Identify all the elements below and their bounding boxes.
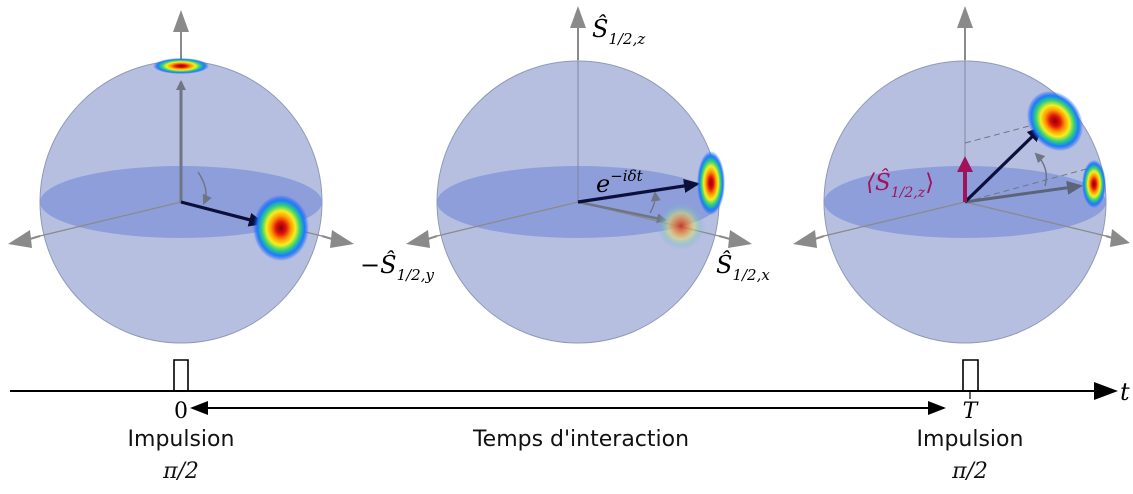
y-axis-arrowhead-icon [406,230,430,248]
time-axis-label: t [1120,378,1130,406]
time-arrowhead-icon [1094,382,1118,400]
pulse-marker [173,359,189,391]
expectation-value-label: ⟨Ŝ1/2,z⟩ [866,169,934,201]
pulse-marker [962,359,979,391]
y-axis-arrowhead-icon [793,230,817,248]
sphere-middle [406,6,752,344]
x-axis-arrowhead-icon [728,230,752,248]
quantum-state-distribution [697,151,725,215]
sphere-right [793,6,1130,344]
sphere-left [8,10,354,344]
y-axis-arrowhead-icon [8,230,32,248]
timeline [10,359,1118,415]
pulse-angle-end: π/2 [951,459,988,484]
interaction-time-label: Temps d'interaction [472,427,689,452]
axis-label-z: Ŝ1/2,z [592,14,645,48]
z-axis-arrowhead-icon [957,6,973,28]
pulse-label-end: Impulsion [917,427,1024,452]
quantum-state-distribution [1026,90,1084,152]
x-axis-arrowhead-icon [330,230,354,248]
tick-label-start: 0 [174,399,188,424]
axis-label-x: Ŝ1/2,x [716,250,770,284]
initial-state-distribution [657,202,705,250]
x-axis-arrowhead-icon [1110,229,1130,247]
axis-label-y: −Ŝ1/2,y [360,250,434,284]
equatorial-state-distribution [1082,160,1106,208]
z-axis-arrowhead-icon [570,6,586,28]
left-arrowhead-icon [190,401,208,415]
pulse-label-start: Impulsion [128,427,235,452]
tick-label-end: T [963,399,980,424]
quantum-state-distribution [153,58,209,74]
pulse-angle-start: π/2 [162,459,199,484]
quantum-state-distribution [253,195,309,261]
z-axis-arrowhead-icon [173,10,189,32]
phase-factor-label: e−iδt [596,167,644,198]
